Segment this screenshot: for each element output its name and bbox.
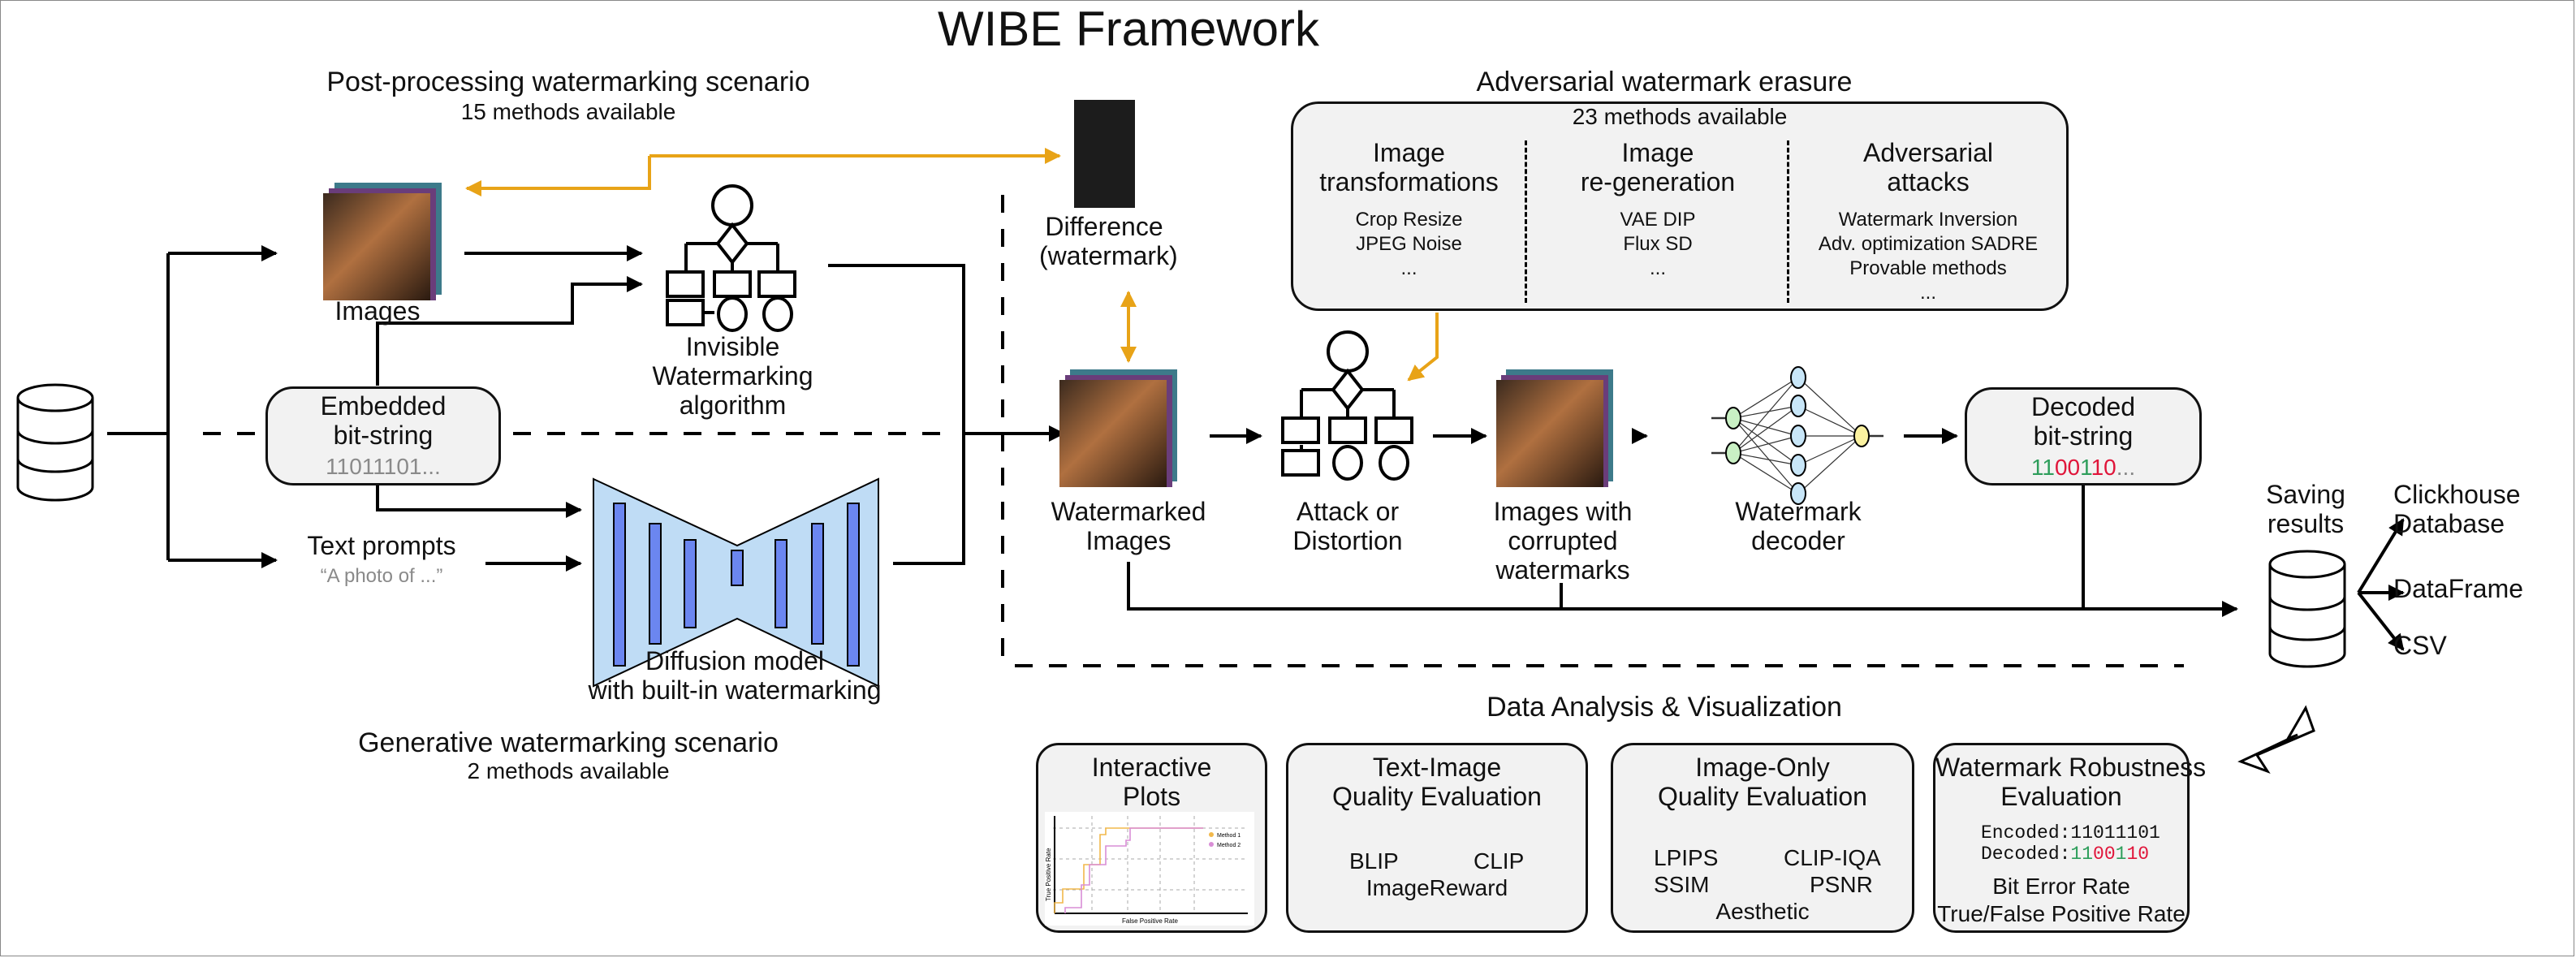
bit-segment-match: 1 [2115,844,2127,865]
target-clickhouse: Clickhouse Database [2393,480,2521,538]
corrupted-images-stack [1496,369,1613,487]
bit-segment-match: 11 [2030,455,2055,480]
metric-blip: BLIP [1349,848,1399,874]
metric-clip-iqa: CLIP-IQA [1784,845,1881,870]
arrow-to-saving [1127,562,2238,617]
generative-subtitle: 2 methods available [467,758,670,783]
generative-title: Generative watermarking scenario [358,727,779,758]
analysis-title: Data Analysis & Visualization [1486,692,1842,723]
target-dataframe: DataFrame [2393,574,2524,603]
arrow-to-clickhouse [2357,518,2405,594]
bit-segment-mismatch: 00 [2093,844,2116,865]
difference-image [1074,100,1135,208]
arrow-difference-to-images [465,156,651,196]
post-processing-title: Post-processing watermarking scenario [326,67,810,97]
images-stack [323,183,442,300]
watermarked-images-stack [1059,369,1177,487]
decoded-bits-row: Decoded:1100110 [1981,844,2150,865]
source-database-icon [16,383,94,502]
decoder-network-icon [1711,366,1883,505]
metric-bit-error-rate: Bit Error Rate [1992,874,2130,899]
post-processing-subtitle: 15 methods available [460,99,676,124]
metric-ssim: SSIM [1654,872,1710,897]
arrow-erasure-to-attack [1407,313,1439,382]
metric-imagereward: ImageReward [1366,875,1508,900]
erasure-title: Adversarial watermark erasure [1476,67,1853,97]
line-algorithm-merge [828,264,965,565]
roc-plot-thumbnail: Method 1 Method 2 False Positive Rate Tr… [1045,812,1254,926]
metric-tpr-fpr: True/False Positive Rate [1937,901,2186,926]
bit-segment-match: 1 [2080,455,2091,480]
roc-series-method-2 [1064,827,1203,913]
legend-method-2: Method 2 [1217,843,1241,848]
results-database-icon [2268,550,2346,668]
bit-segment-mismatch: 00 [2054,455,2081,480]
attack-flowchart-icon [1281,330,1413,481]
arrow-bits-to-diffusion [376,485,582,518]
embedded-bits: 11011101... [326,454,441,479]
encoded-bits-row: Encoded:11011101 [1981,822,2160,844]
bit-segment-mismatch: 10 [2126,844,2150,865]
algorithm-flowchart-icon [666,184,796,332]
metric-clip: CLIP [1474,848,1525,874]
target-csv: CSV [2393,631,2447,660]
erasure-subtitle: 23 methods available [1572,104,1788,129]
legend-method-1: Method 1 [1217,833,1241,839]
plot-ylabel: True Positive Rate [1045,848,1052,901]
roc-series-method-1 [1054,827,1203,913]
difference-label: Difference(watermark) [1039,212,1178,270]
bit-segment-match: 11 [2070,844,2094,865]
bit-segment-neutral: ... [2116,455,2136,480]
curved-arrow-to-analysis [2237,705,2315,774]
plot-xlabel: False Positive Rate [1122,917,1178,925]
bit-segment-mismatch: 10 [2091,455,2116,480]
metric-aesthetic: Aesthetic [1715,899,1810,924]
images-label: Images [334,296,421,326]
text-prompts-example: “A photo of ...” [320,565,443,587]
arrow-to-csv [2357,591,2405,651]
page-title: WIBE Framework [937,2,1320,56]
metric-lpips: LPIPS [1654,845,1719,870]
text-prompts-label: Text prompts [307,531,456,560]
decoded-bits: 1100110... [1967,455,2199,480]
arrow-bits-to-algorithm [376,276,643,386]
metric-psnr: PSNR [1810,872,1873,897]
diffusion-model-icon [593,477,879,688]
